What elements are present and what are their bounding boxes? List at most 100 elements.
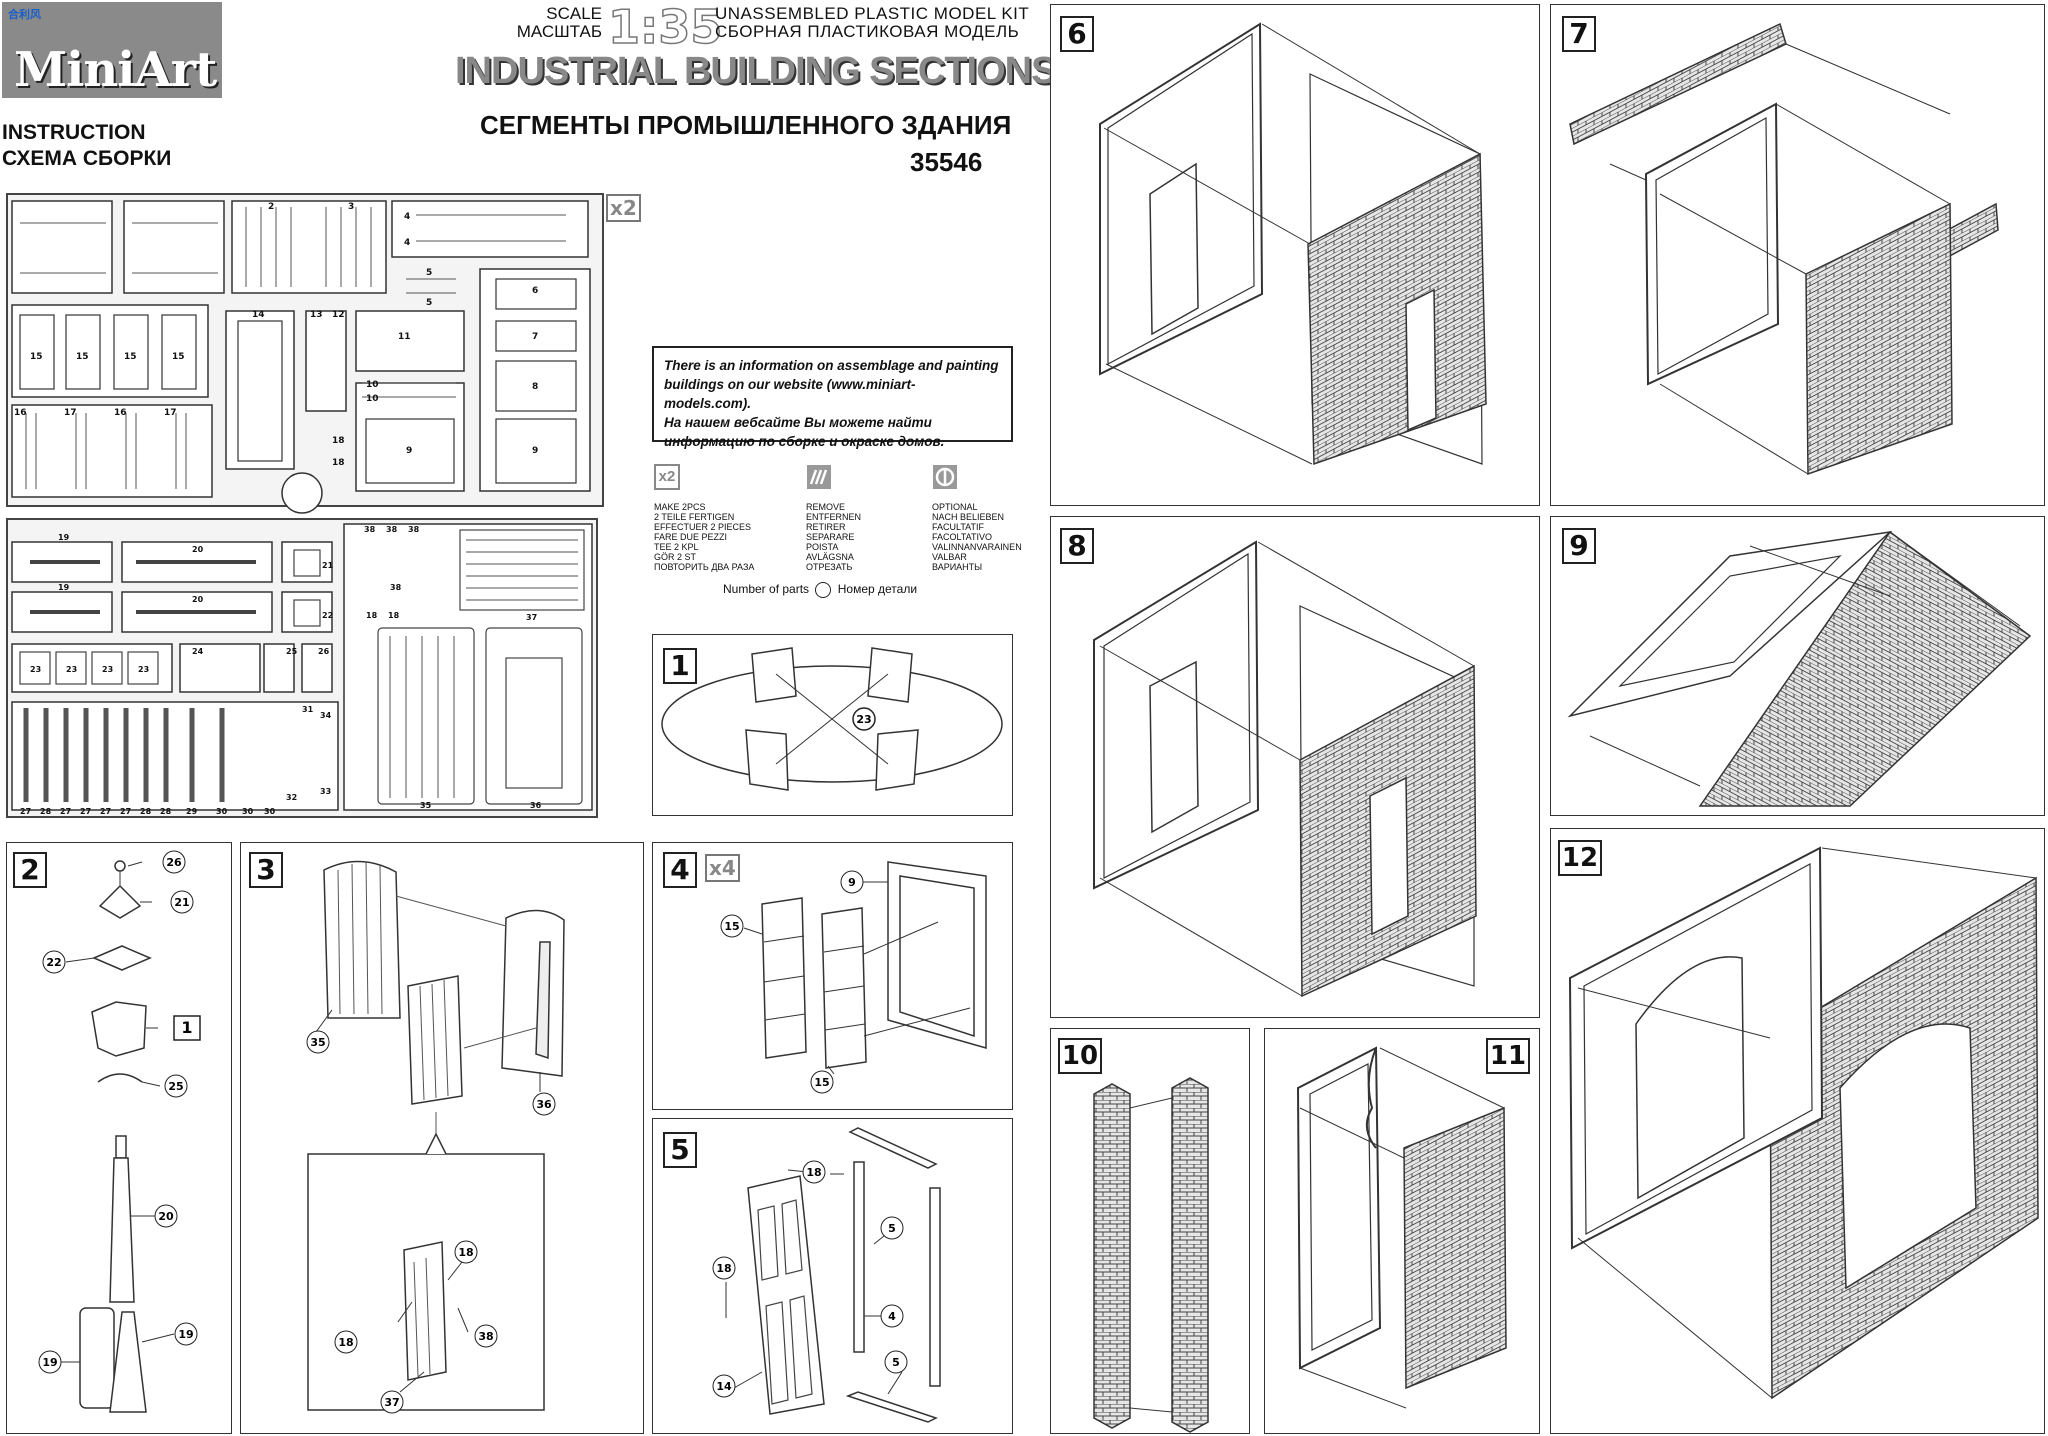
- sprue-part-label: 15: [30, 352, 43, 362]
- part-label-26: 26: [166, 856, 182, 869]
- part-label-25: 25: [168, 1080, 183, 1093]
- step-11-wall-drawing: [1296, 1046, 1507, 1409]
- sprue-part-label: 28: [160, 807, 172, 816]
- kit-number: 35546: [910, 147, 983, 177]
- scale-value: 1:35: [607, 0, 723, 55]
- part-label-18: 18: [716, 1262, 731, 1275]
- legend-remove-text: REMOVE ENTFERNEN RETIRER SEPARARE POISTA…: [806, 502, 862, 572]
- step-7-number: 7: [1562, 16, 1596, 52]
- sprue-part-label: 16: [114, 408, 127, 418]
- number-of-parts-ru: Номер детали: [837, 582, 918, 597]
- sprue-part-label: 32: [286, 793, 297, 802]
- miniart-logo: 合利风 MiniArt: [2, 2, 222, 98]
- remove-icon: [807, 465, 831, 489]
- sprue-part-label: 11: [398, 332, 411, 342]
- step-3-door-drawing: 35 36 18 18 38 37: [306, 860, 565, 1414]
- step-8-wall-drawing: [1093, 540, 1477, 998]
- step-10-pillar-drawing: [1093, 1077, 1209, 1433]
- legend-make-two-text: MAKE 2pcs 2 TEILE FERTIGEN EFFECTUER 2 P…: [654, 502, 755, 572]
- part-label-20: 20: [158, 1210, 174, 1223]
- sprue-part-label: 38: [364, 525, 376, 534]
- step-5-panel: [652, 1118, 1013, 1434]
- part-label-5: 5: [892, 1356, 900, 1369]
- step-9-roof-drawing: [1567, 530, 2032, 807]
- sprue-part-label: 9: [532, 446, 538, 456]
- sprue-part-label: 21: [322, 561, 334, 570]
- sprue-part-label: 10: [366, 380, 379, 390]
- sprue-part-label: 34: [320, 711, 332, 720]
- sprue-part-label: 38: [386, 525, 398, 534]
- part-label-21: 21: [174, 896, 189, 909]
- sprue-part-label: 23: [138, 665, 149, 674]
- step-9-number: 9: [1562, 528, 1596, 564]
- kit-type-ru: СБОРНАЯ ПЛАСТИКОВАЯ МОДЕЛЬ: [715, 22, 1020, 41]
- sprue-b-parts-drawing: 19 19 20 20 21 22 23 23 23 23 24 25 26 2…: [11, 523, 593, 816]
- legend-optional-text: OPTIONAL NACH BELIEBEN FACULTATIF FACOLT…: [932, 502, 1022, 572]
- step-2-lamp-drawing: 26 21 22 1 25 20 19 19: [38, 850, 201, 1413]
- part-label-19: 19: [178, 1328, 193, 1341]
- part-label-18: 18: [338, 1336, 353, 1349]
- sprue-part-label: 7: [532, 332, 538, 342]
- kit-title-ru: СЕГМЕНТЫ ПРОМЫШЛЕННОГО ЗДАНИЯ: [480, 110, 1012, 140]
- sprue-part-label: 23: [102, 665, 113, 674]
- step-1-panel: [652, 634, 1013, 816]
- sprue-part-label: 19: [58, 533, 70, 542]
- sprue-part-label: 18: [366, 611, 378, 620]
- sprue-part-label: 17: [164, 408, 177, 418]
- sprue-part-label: 8: [532, 382, 538, 392]
- sprue-part-label: 27: [100, 807, 111, 816]
- step-8-number: 8: [1060, 528, 1094, 564]
- part-label-36: 36: [536, 1098, 552, 1111]
- sprue-part-label: 37: [526, 613, 537, 622]
- sprue-part-label: 18: [332, 436, 345, 446]
- step-4-window-drawing: 9 15 15: [720, 861, 987, 1094]
- scale-label-en: SCALE: [546, 4, 602, 23]
- number-of-parts-en: Number of parts: [723, 582, 810, 597]
- part-label-37: 37: [384, 1396, 399, 1409]
- sprue-part-label: 31: [302, 705, 314, 714]
- instruction-title-ru: СХЕМА СБОРКИ: [2, 147, 172, 170]
- part-label-15: 15: [724, 920, 739, 933]
- watermark-text: 合利风: [8, 8, 41, 21]
- step-4-multiplier-badge: x4: [705, 854, 740, 882]
- step-5-door-drawing: 18 5 4 18 14 5: [712, 1127, 941, 1423]
- part-label-18: 18: [458, 1246, 473, 1259]
- sprue-part-label: 19: [58, 583, 70, 592]
- sprue-part-label: 24: [192, 647, 204, 656]
- sprue-part-label: 30: [264, 807, 276, 816]
- sprue-part-label: 20: [192, 545, 204, 554]
- part-label-19: 19: [42, 1356, 57, 1369]
- sprue-part-label: 27: [80, 807, 91, 816]
- sprue-part-label: 30: [216, 807, 228, 816]
- step-6-number: 6: [1060, 16, 1094, 52]
- kit-type-en: UNASSEMBLED PLASTIC MODEL KIT: [715, 4, 1030, 23]
- instruction-title-en: INSTRUCTION: [2, 121, 146, 144]
- sprue-part-label: 3: [348, 202, 354, 212]
- sprue-part-label: 17: [64, 408, 77, 418]
- sprue-part-label: 28: [40, 807, 52, 816]
- sprue-part-label: 16: [14, 408, 27, 418]
- step-11-number: 11: [1486, 1038, 1530, 1074]
- step-10-panel: [1050, 1028, 1250, 1434]
- step-12-number: 12: [1558, 840, 1602, 876]
- step-5-number: 5: [663, 1132, 697, 1168]
- step-6-wall-drawing: [1099, 22, 1487, 466]
- sprue-part-label: 14: [252, 310, 265, 320]
- sprue-part-label: 27: [120, 807, 131, 816]
- sprue-part-label: 15: [172, 352, 185, 362]
- sprue-part-label: 35: [420, 801, 432, 810]
- step-10-number: 10: [1058, 1038, 1102, 1074]
- part-number-circle-icon: [815, 582, 832, 598]
- step-1-number: 1: [663, 648, 697, 684]
- step-2-number: 2: [13, 852, 47, 888]
- sprue-part-label: 30: [242, 807, 254, 816]
- brand-name: MiniArt: [14, 42, 217, 98]
- sprue-part-label: 23: [30, 665, 41, 674]
- sprue-part-label: 36: [530, 801, 542, 810]
- sprue-multiplier-badge: x2: [606, 194, 641, 222]
- sprue-part-label: 20: [192, 595, 204, 604]
- website-info-box: There is an information on assemblage an…: [652, 346, 1013, 449]
- sprue-part-label: 26: [318, 647, 330, 656]
- sprue-part-label: 5: [426, 298, 432, 308]
- scale-label-ru: МАСШТАБ: [516, 22, 602, 41]
